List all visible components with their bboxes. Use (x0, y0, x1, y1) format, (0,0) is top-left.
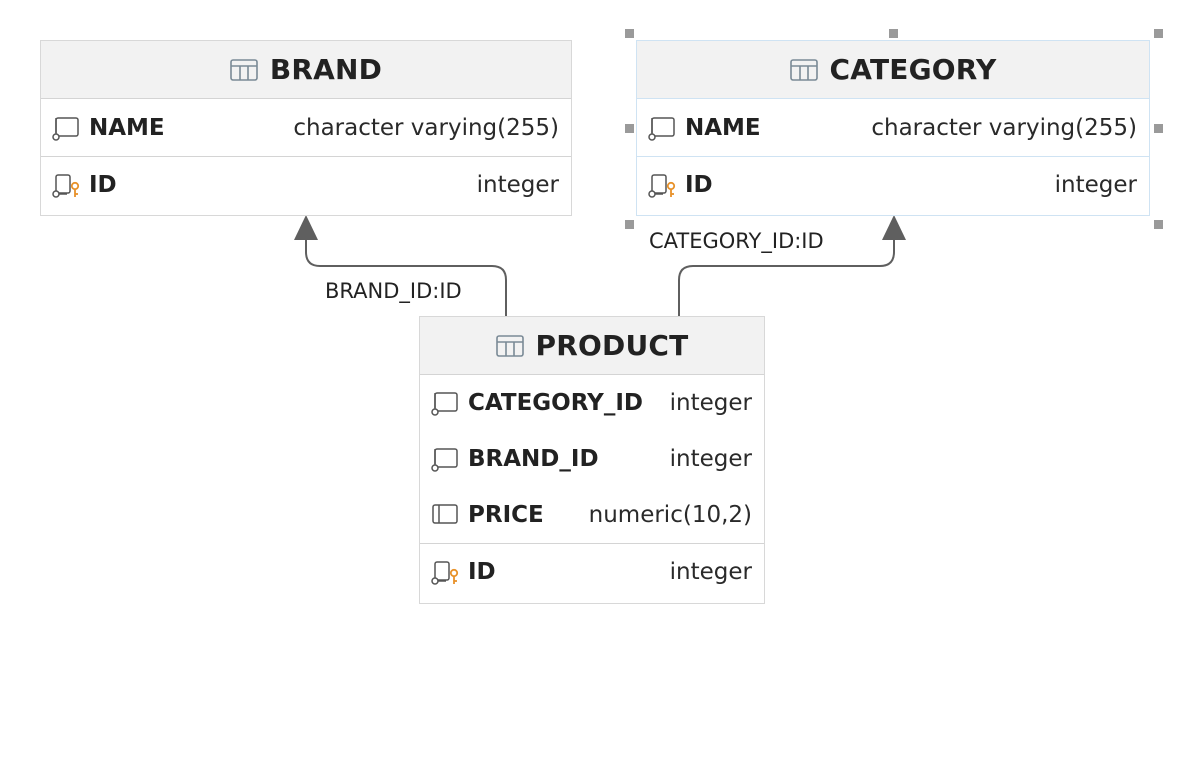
table-grid-icon (495, 334, 524, 357)
column-name: PRICE (468, 502, 544, 528)
table-title: PRODUCT (535, 329, 689, 362)
resize-handle-top-right[interactable] (1154, 29, 1163, 38)
table-category[interactable]: CATEGORY NAME character varying(255) ID … (636, 40, 1150, 216)
foreign-key-column-icon (431, 392, 458, 416)
column-type: integer (1054, 172, 1137, 198)
table-header: CATEGORY (637, 41, 1149, 99)
foreign-key-column-icon (648, 116, 675, 141)
column-type: integer (669, 446, 752, 472)
column-row[interactable]: BRAND_ID integer (420, 431, 764, 487)
column-name: CATEGORY_ID (468, 390, 643, 416)
resize-handle-bottom-right[interactable] (1154, 220, 1163, 229)
column-row[interactable]: NAME character varying(255) (637, 99, 1149, 156)
column-row[interactable]: NAME character varying(255) (41, 99, 571, 156)
column-type: numeric(10,2) (588, 502, 752, 528)
column-name: BRAND_ID (468, 446, 599, 472)
foreign-key-column-icon (431, 448, 458, 472)
column-row[interactable]: ID integer (420, 543, 764, 600)
brand-relation-arrowhead (294, 215, 318, 240)
resize-handle-top-left[interactable] (625, 29, 634, 38)
primary-key-column-icon (648, 174, 676, 198)
table-grid-icon (789, 58, 818, 81)
foreign-key-column-icon (52, 116, 79, 141)
resize-handle-left[interactable] (625, 124, 634, 133)
resize-handle-right[interactable] (1154, 124, 1163, 133)
column-type: integer (669, 559, 752, 585)
column-name: NAME (89, 114, 165, 141)
brand-relation-line (305, 236, 507, 316)
category-relation-line (678, 236, 895, 316)
column-name: ID (685, 172, 713, 198)
table-title: CATEGORY (829, 53, 997, 86)
column-type: character varying(255) (293, 114, 559, 141)
resize-handle-top[interactable] (889, 29, 898, 38)
column-row[interactable]: PRICE numeric(10,2) (420, 487, 764, 543)
table-header: BRAND (41, 41, 571, 99)
column-type: character varying(255) (871, 114, 1137, 141)
column-name: ID (89, 172, 117, 198)
category-relation-arrowhead (882, 215, 906, 240)
column-type: integer (669, 390, 752, 416)
table-title: BRAND (269, 53, 383, 86)
resize-handle-bottom-left[interactable] (625, 220, 634, 229)
table-brand[interactable]: BRAND NAME character varying(255) ID int… (40, 40, 572, 216)
column-row[interactable]: ID integer (637, 156, 1149, 213)
table-grid-icon (230, 58, 258, 81)
brand-relation-label: BRAND_ID:ID (325, 279, 462, 303)
primary-key-column-icon (431, 561, 459, 585)
column-row[interactable]: ID integer (41, 156, 571, 213)
column-name: ID (468, 559, 496, 585)
column-name: NAME (685, 114, 761, 141)
table-header: PRODUCT (420, 317, 764, 375)
primary-key-column-icon (52, 174, 80, 198)
column-row[interactable]: CATEGORY_ID integer (420, 375, 764, 431)
column-type: integer (476, 172, 559, 198)
category-relation-label: CATEGORY_ID:ID (649, 229, 824, 253)
column-icon (432, 504, 458, 524)
table-product[interactable]: PRODUCT CATEGORY_ID integer BRAND_ID int… (419, 316, 765, 604)
